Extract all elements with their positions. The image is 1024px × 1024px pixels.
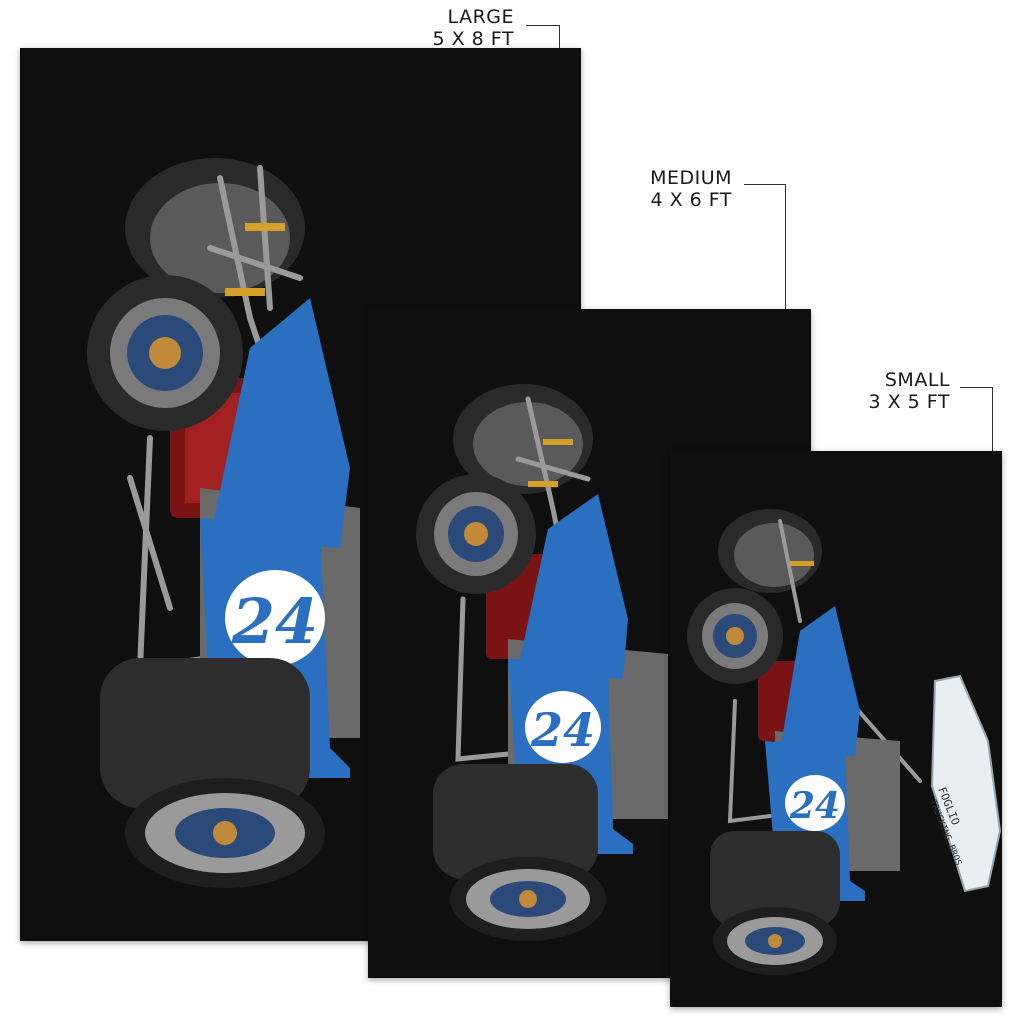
- sprint-car-illustration: 24: [416, 384, 668, 941]
- size-name: MEDIUM: [650, 167, 732, 189]
- size-name: SMALL: [884, 369, 950, 391]
- size-label-medium: MEDIUM 4 X 6 FT: [610, 167, 732, 211]
- size-name: LARGE: [447, 6, 514, 28]
- car-number: 24: [789, 785, 840, 827]
- size-dimensions: 5 X 8 FT: [432, 28, 514, 50]
- leader-line-medium: [744, 184, 786, 311]
- sprint-car-illustration: 24: [87, 158, 360, 888]
- car-number: 24: [231, 585, 318, 658]
- size-label-large: LARGE 5 X 8 FT: [400, 6, 514, 50]
- rear-wing: [930, 674, 1002, 893]
- rug-small: 24 FOGLIO TRUCKING BROS: [670, 451, 1002, 1007]
- sprint-car-illustration: 24 FOGLIO TRUCKING BROS: [687, 509, 1002, 975]
- leader-line-small: [960, 387, 993, 452]
- size-label-small: SMALL 3 X 5 FT: [840, 369, 950, 413]
- car-number: 24: [530, 703, 595, 757]
- size-dimensions: 4 X 6 FT: [650, 189, 732, 211]
- leader-line-large: [526, 25, 560, 50]
- size-dimensions: 3 X 5 FT: [868, 391, 950, 413]
